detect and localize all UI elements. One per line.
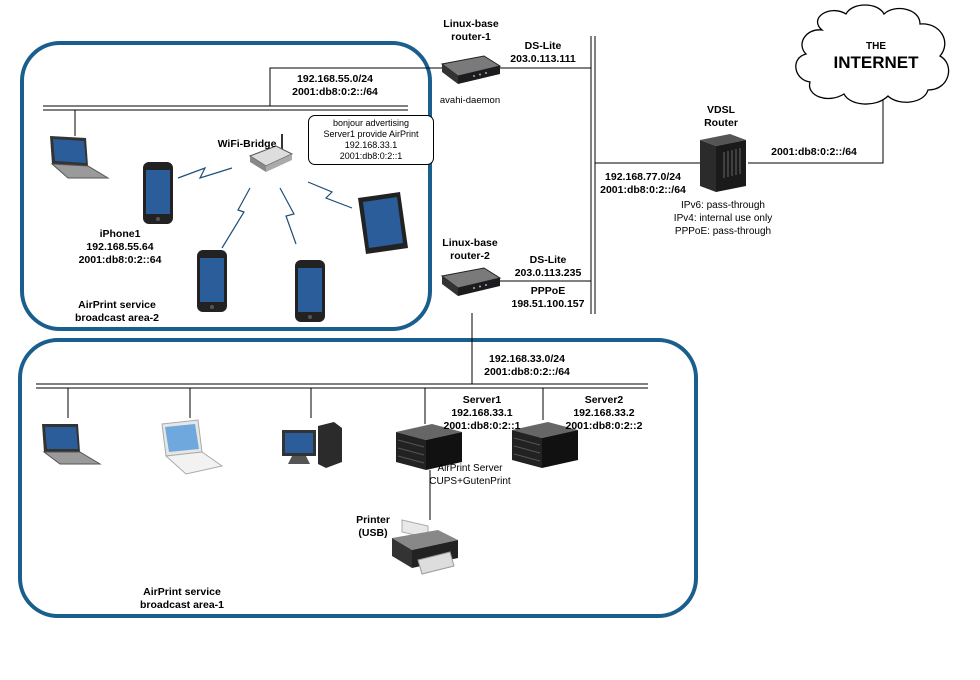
router2-icon bbox=[440, 267, 502, 296]
server1-role: AirPrint Server CUPS+GutenPrint bbox=[429, 463, 511, 487]
area1-label: AirPrint service broadcast area-1 bbox=[139, 586, 225, 611]
iphone3-icon bbox=[295, 260, 325, 322]
area2-label: AirPrint service broadcast area-2 bbox=[74, 299, 160, 324]
internet-link bbox=[748, 100, 884, 164]
router2-dslite: DS-Lite 203.0.113.235 bbox=[514, 254, 582, 279]
vdsl-modes: IPv6: pass-through IPv4: internal use on… bbox=[673, 200, 773, 237]
wifi-bridge-icon bbox=[248, 134, 294, 172]
iphone1-icon bbox=[143, 162, 173, 224]
wifi-signals bbox=[177, 166, 353, 249]
bonjour-info-box: bonjour advertising Server1 provide AirP… bbox=[308, 115, 434, 165]
area1-border bbox=[18, 338, 698, 618]
router1-title: Linux-base router-1 bbox=[443, 18, 499, 43]
internet-label: THE INTERNET bbox=[833, 41, 919, 72]
wifi-bridge-label: WiFi-Bridge bbox=[217, 138, 277, 150]
white-laptop-icon bbox=[161, 419, 224, 475]
desktop-pc-icon bbox=[282, 422, 342, 468]
net33-bus bbox=[36, 383, 648, 389]
net55-bus bbox=[43, 105, 408, 111]
server1-label: Server1 192.168.33.1 2001:db8:0:2::1 bbox=[443, 394, 521, 432]
iphone1-label: iPhone1 192.168.55.64 2001:db8:0:2::64 bbox=[78, 228, 162, 266]
net77-label: 192.168.77.0/24 2001:db8:0:2::/64 bbox=[600, 171, 686, 196]
area2-border bbox=[20, 41, 432, 331]
server2-label: Server2 192.168.33.2 2001:db8:0:2::2 bbox=[565, 394, 643, 432]
internet-cloud bbox=[795, 4, 950, 105]
wan-prefix: 2001:db8:0:2::/64 bbox=[771, 146, 857, 158]
net55-link bbox=[269, 67, 445, 106]
laptop-area1-icon bbox=[42, 424, 102, 465]
server1-icon bbox=[396, 424, 462, 470]
router2-title: Linux-base router-2 bbox=[442, 237, 498, 262]
backbone-bus bbox=[590, 36, 596, 314]
vdsl-title: VDSL Router bbox=[704, 104, 738, 129]
ipad-icon bbox=[358, 192, 408, 254]
net33-drops bbox=[67, 388, 544, 424]
server2-icon bbox=[512, 422, 578, 468]
printer-icon bbox=[392, 519, 458, 575]
router1-dslite: DS-Lite 203.0.113.111 bbox=[510, 40, 576, 65]
printer-label: Printer (USB) bbox=[356, 514, 390, 539]
net33-label: 192.168.33.0/24 2001:db8:0:2::/64 bbox=[484, 353, 570, 378]
iphone2-icon bbox=[197, 250, 227, 312]
net55-label: 192.168.55.0/24 2001:db8:0:2::/64 bbox=[292, 73, 378, 98]
router1-daemon: avahi-daemon bbox=[439, 95, 501, 106]
router2-pppoe: PPPoE 198.51.100.157 bbox=[511, 285, 585, 310]
router1-icon bbox=[440, 55, 502, 84]
vdsl-router-icon bbox=[700, 134, 746, 192]
laptop-area2-icon bbox=[50, 136, 110, 179]
